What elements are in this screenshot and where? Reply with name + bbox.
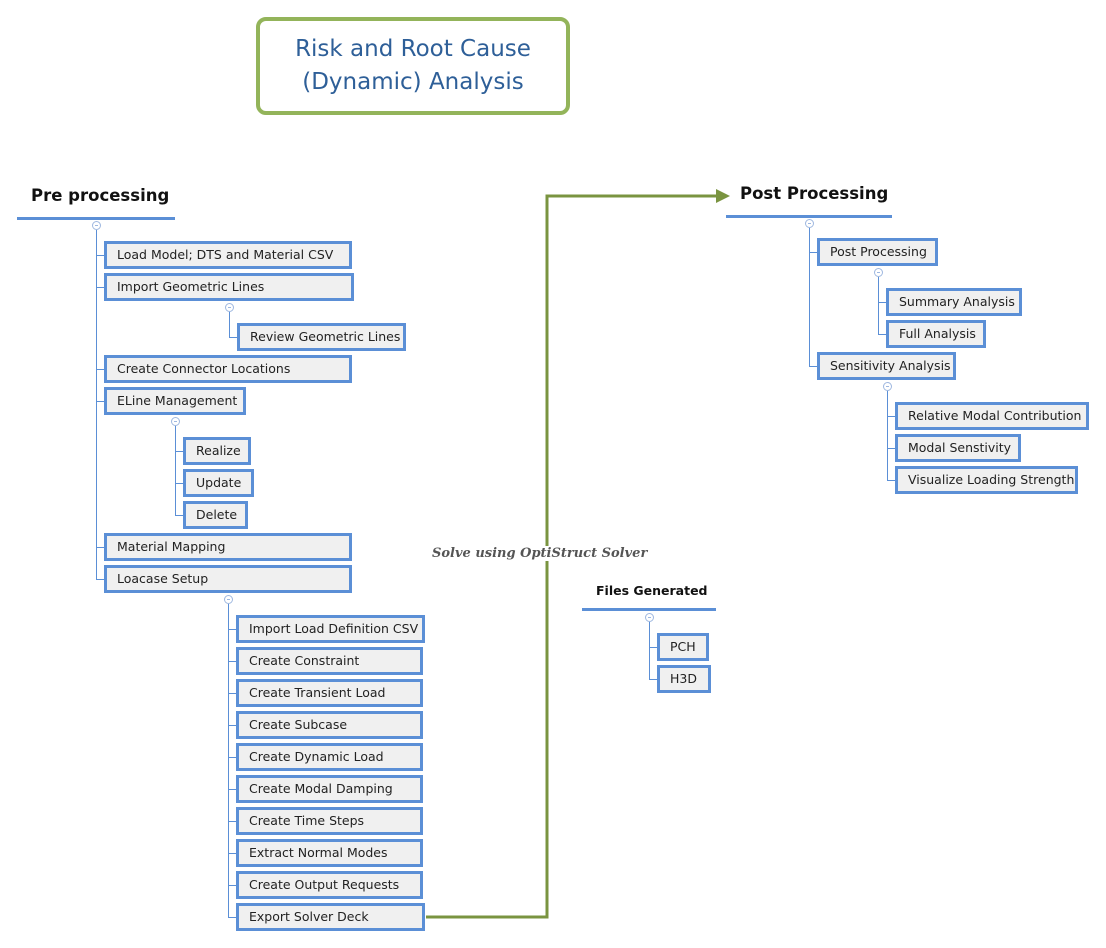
connector-line <box>228 725 238 726</box>
solve-label: Solve using OptiStruct Solver <box>432 546 648 561</box>
connector-line <box>228 661 238 662</box>
node-create-transient-load[interactable]: Create Transient Load <box>236 679 423 707</box>
title-line-1: Risk and Root Cause <box>295 36 531 62</box>
node-loadcase-setup[interactable]: Loacase Setup <box>104 565 352 593</box>
node-create-modal-damping[interactable]: Create Modal Damping <box>236 775 423 803</box>
arrow-head-icon <box>716 189 730 203</box>
connector-line <box>878 277 879 334</box>
node-delete[interactable]: Delete <box>183 501 248 529</box>
connector-line <box>175 451 185 452</box>
node-eline-management[interactable]: ELine Management <box>104 387 246 415</box>
connector-line <box>96 287 106 288</box>
connector-line <box>809 228 810 366</box>
node-h3d[interactable]: H3D <box>657 665 711 693</box>
node-create-subcase[interactable]: Create Subcase <box>236 711 423 739</box>
collapse-icon[interactable] <box>883 382 892 391</box>
node-create-dynamic-load[interactable]: Create Dynamic Load <box>236 743 423 771</box>
node-update[interactable]: Update <box>183 469 254 497</box>
connector-line <box>878 334 888 335</box>
connector-line <box>228 917 238 918</box>
connector-line <box>887 391 888 480</box>
connector-line <box>649 679 659 680</box>
connector-line <box>175 426 176 515</box>
connector-line <box>228 757 238 758</box>
connector-line <box>887 480 897 481</box>
post-processing-heading: Post Processing <box>740 184 889 203</box>
node-create-constraint[interactable]: Create Constraint <box>236 647 423 675</box>
collapse-icon[interactable] <box>224 595 233 604</box>
collapse-icon[interactable] <box>645 613 654 622</box>
files-underline <box>582 608 716 611</box>
node-full-analysis[interactable]: Full Analysis <box>886 320 986 348</box>
collapse-icon[interactable] <box>805 219 814 228</box>
connector-line <box>228 693 238 694</box>
connector-line <box>228 629 238 630</box>
node-modal-sensitivity[interactable]: Modal Senstivity <box>895 434 1021 462</box>
node-post-processing[interactable]: Post Processing <box>817 238 938 266</box>
connector-line <box>649 622 650 679</box>
connector-line <box>96 255 106 256</box>
connector-line <box>96 369 106 370</box>
node-create-output-requests[interactable]: Create Output Requests <box>236 871 423 899</box>
connector-line <box>229 337 239 338</box>
collapse-icon[interactable] <box>225 303 234 312</box>
connector-line <box>175 483 185 484</box>
connector-line <box>809 366 819 367</box>
collapse-icon[interactable] <box>874 268 883 277</box>
node-visualize-loading-strength[interactable]: Visualize Loading Strength <box>895 466 1078 494</box>
node-summary-analysis[interactable]: Summary Analysis <box>886 288 1022 316</box>
title-line-2: (Dynamic) Analysis <box>302 69 524 95</box>
node-relative-modal-contribution[interactable]: Relative Modal Contribution <box>895 402 1089 430</box>
node-import-load-definition-csv[interactable]: Import Load Definition CSV <box>236 615 425 643</box>
node-pch[interactable]: PCH <box>657 633 709 661</box>
node-sensitivity-analysis[interactable]: Sensitivity Analysis <box>817 352 956 380</box>
collapse-icon[interactable] <box>92 221 101 230</box>
node-review-geometric-lines[interactable]: Review Geometric Lines <box>237 323 406 351</box>
connector-line <box>175 515 185 516</box>
pre-processing-heading: Pre processing <box>31 186 170 205</box>
connector-line <box>229 312 230 337</box>
files-generated-heading: Files Generated <box>596 583 708 598</box>
connector-line <box>228 885 238 886</box>
connector-line <box>887 416 897 417</box>
connector-line <box>878 302 888 303</box>
node-load-model[interactable]: Load Model; DTS and Material CSV <box>104 241 352 269</box>
connector-line <box>96 401 106 402</box>
node-realize[interactable]: Realize <box>183 437 251 465</box>
diagram-title: Risk and Root Cause (Dynamic) Analysis <box>256 17 570 115</box>
connector-line <box>228 789 238 790</box>
connector-line <box>887 448 897 449</box>
connector-line <box>228 821 238 822</box>
collapse-icon[interactable] <box>171 417 180 426</box>
connector-line <box>96 547 106 548</box>
node-export-solver-deck[interactable]: Export Solver Deck <box>236 903 425 931</box>
connector-line <box>649 647 659 648</box>
connector-line <box>96 579 106 580</box>
node-extract-normal-modes[interactable]: Extract Normal Modes <box>236 839 423 867</box>
node-create-connector-locations[interactable]: Create Connector Locations <box>104 355 352 383</box>
connector-line <box>228 853 238 854</box>
pre-processing-underline <box>17 217 175 220</box>
node-import-geometric-lines[interactable]: Import Geometric Lines <box>104 273 354 301</box>
node-material-mapping[interactable]: Material Mapping <box>104 533 352 561</box>
node-create-time-steps[interactable]: Create Time Steps <box>236 807 423 835</box>
connector-line <box>96 230 97 580</box>
connector-line <box>809 252 819 253</box>
post-processing-underline <box>726 215 892 218</box>
connector-line <box>228 604 229 917</box>
